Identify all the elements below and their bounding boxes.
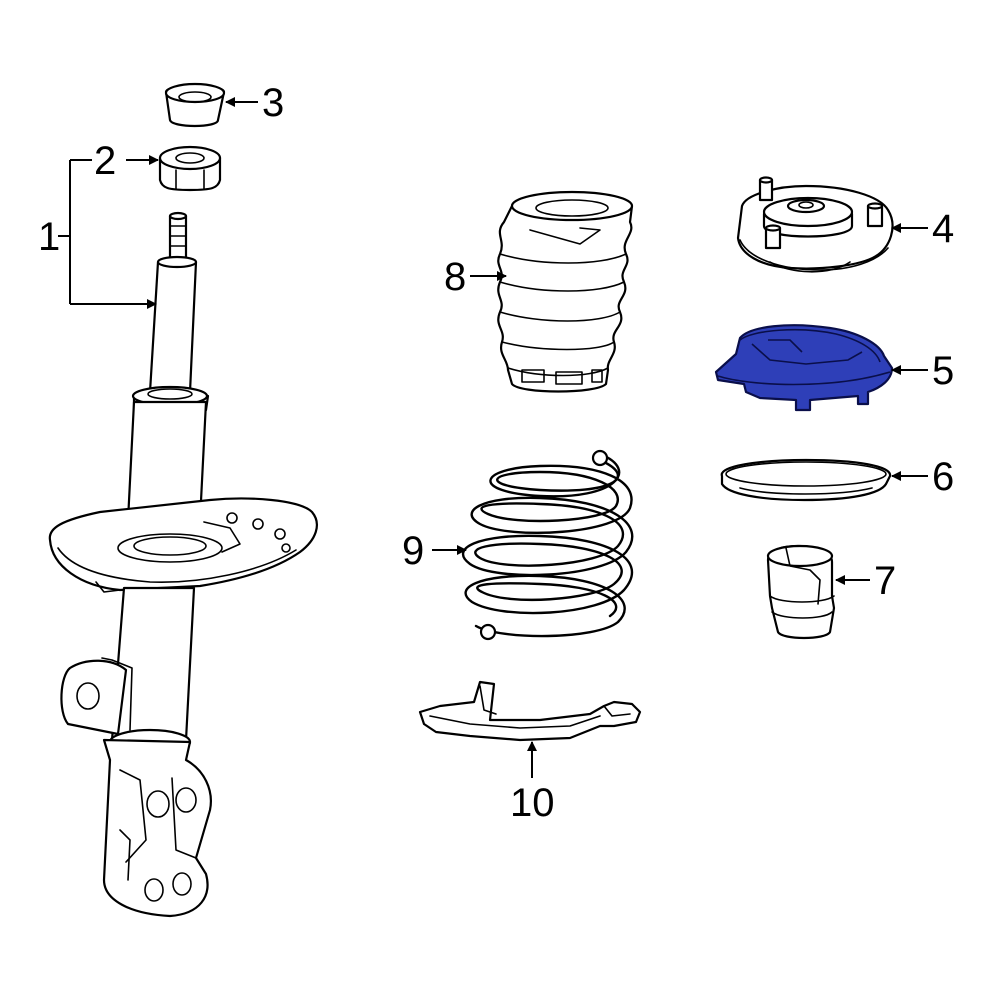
callout-5: 5 (932, 349, 954, 393)
part-10-lower-insulator[interactable] (418, 680, 642, 742)
part-7-bump-stop[interactable] (766, 544, 836, 640)
callout-labels: 1 2 3 4 5 6 7 8 9 10 (38, 81, 954, 825)
leader-lines (58, 97, 928, 778)
callout-9: 9 (402, 529, 424, 573)
callout-4: 4 (932, 207, 954, 251)
part-9-coil-spring[interactable] (462, 449, 634, 641)
callout-7: 7 (874, 559, 896, 603)
part-8-dust-boot[interactable] (497, 190, 634, 393)
callout-1: 1 (38, 215, 60, 259)
callout-6: 6 (932, 455, 954, 499)
part-1-strut-assembly[interactable] (48, 211, 318, 918)
callout-2: 2 (94, 139, 116, 183)
callout-10: 10 (510, 781, 555, 825)
part-6-spring-insulator[interactable] (720, 458, 892, 502)
part-3-bushing[interactable] (164, 82, 226, 128)
part-5-upper-spring-seat[interactable] (714, 324, 894, 412)
callout-3: 3 (262, 81, 284, 125)
part-4-strut-mount[interactable] (736, 176, 894, 273)
callout-8: 8 (444, 255, 466, 299)
part-2-nut[interactable] (158, 145, 222, 192)
